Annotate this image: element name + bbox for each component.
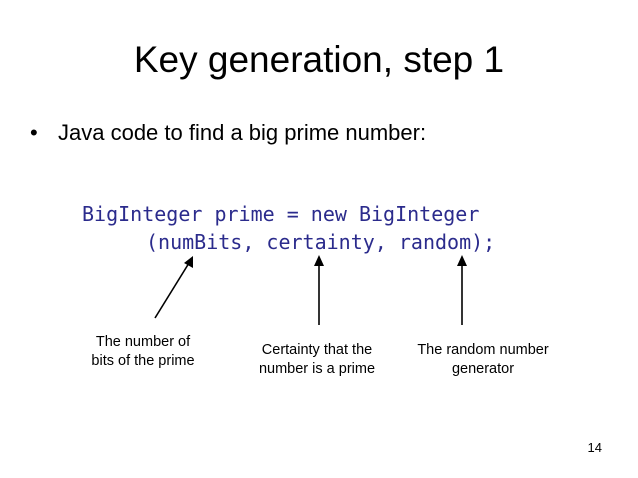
bullet-dot: •: [30, 120, 38, 145]
arrow-num-bits: [154, 256, 193, 319]
code-line-2: (numBits, certainty, random);: [146, 230, 496, 254]
code-line-1: BigInteger prime = new BigInteger: [82, 202, 480, 226]
caption-num-bits: The number of bits of the prime: [91, 334, 195, 369]
page-number: 14: [587, 440, 602, 455]
bullet-item: • Java code to find a big prime number:: [30, 119, 426, 147]
arrow-random: [457, 255, 467, 325]
caption-certainty: Certainty that the number is a prime: [258, 342, 376, 377]
caption-random: The random number generator: [417, 342, 549, 377]
arrow-certainty: [314, 255, 324, 325]
slide-title: Key generation, step 1: [133, 39, 505, 80]
bullet-text: Java code to find a big prime number:: [58, 120, 427, 145]
